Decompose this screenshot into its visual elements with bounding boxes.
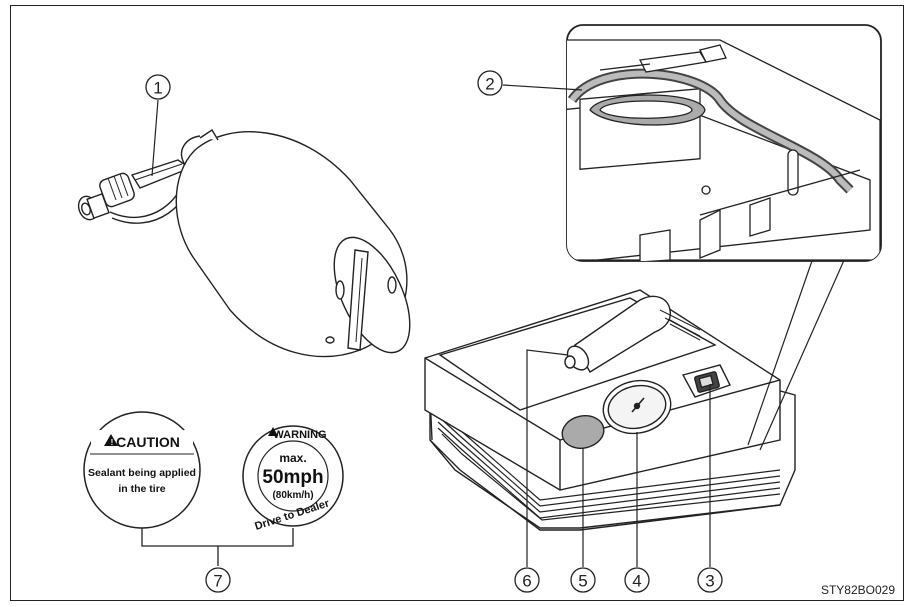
warning-speed: 50mph bbox=[262, 467, 323, 488]
sealant-bottle bbox=[77, 129, 411, 358]
svg-text:7: 7 bbox=[213, 572, 222, 591]
warning-max: max. bbox=[279, 451, 306, 465]
svg-text:!: ! bbox=[111, 438, 114, 447]
leader-lines bbox=[151, 84, 711, 567]
inset-leader-line bbox=[759, 257, 846, 451]
caution-heading: CAUTION bbox=[116, 434, 180, 450]
hose-storage-inset bbox=[566, 24, 882, 262]
callout-5: 5 bbox=[570, 567, 596, 593]
svg-text:1: 1 bbox=[153, 79, 162, 98]
caution-line-1: Sealant being applied bbox=[88, 467, 196, 479]
callout-4: 4 bbox=[624, 567, 650, 593]
callout-7: 7 bbox=[205, 567, 231, 593]
warning-heading: WARNING bbox=[273, 429, 326, 441]
callout-3: 3 bbox=[697, 567, 723, 593]
labels-bracket bbox=[141, 528, 294, 566]
caution-line-2: in the tire bbox=[118, 483, 165, 495]
compressor bbox=[424, 289, 796, 531]
svg-text:2: 2 bbox=[485, 75, 494, 94]
warning-metric: (80km/h) bbox=[272, 490, 313, 501]
svg-text:3: 3 bbox=[705, 572, 714, 591]
inset-leader-line bbox=[747, 257, 814, 446]
callout-2: 2 bbox=[477, 70, 503, 96]
callout-6: 6 bbox=[514, 567, 540, 593]
warning-label: WARNING max. 50mph (80km/h) Drive to Dea… bbox=[242, 425, 344, 533]
svg-text:5: 5 bbox=[578, 572, 587, 591]
figure-code: STY82BO029 bbox=[820, 583, 895, 597]
callout-1: 1 bbox=[145, 74, 171, 100]
svg-text:6: 6 bbox=[522, 572, 531, 591]
svg-text:4: 4 bbox=[632, 572, 641, 591]
caution-label: ! CAUTION Sealant being applied in the t… bbox=[83, 411, 201, 529]
